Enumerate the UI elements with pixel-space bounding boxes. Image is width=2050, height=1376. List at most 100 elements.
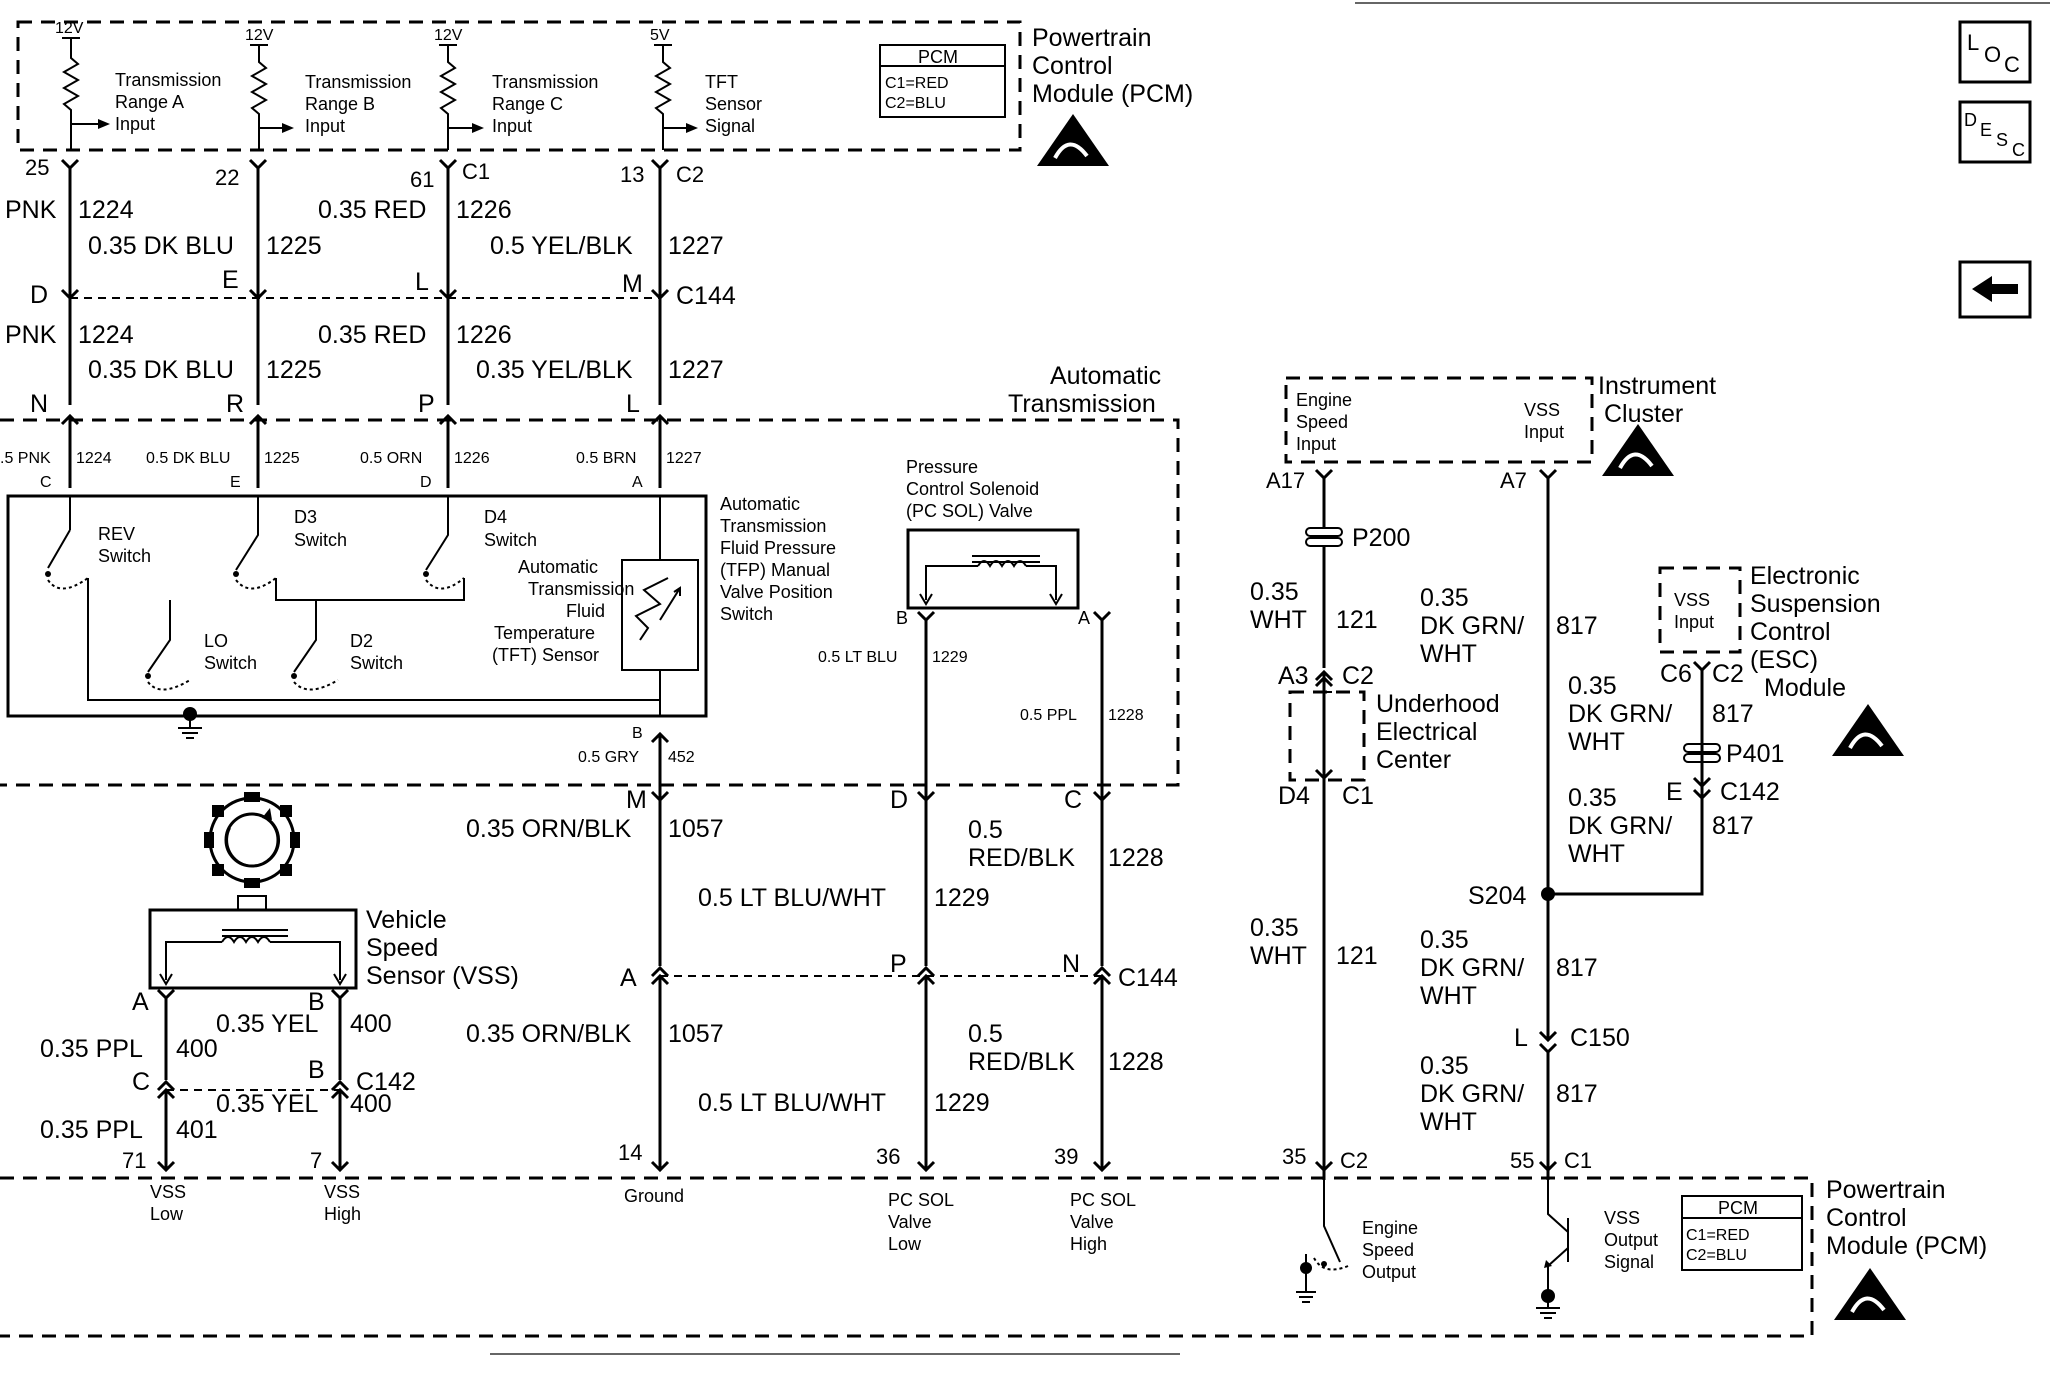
svg-text:DK GRN/: DK GRN/ xyxy=(1568,812,1672,840)
trans-pin-r: R xyxy=(226,390,244,418)
wire-label: RED/BLK xyxy=(968,844,1075,872)
svg-text:Transmission: Transmission xyxy=(1008,390,1156,418)
svg-text:C: C xyxy=(2012,140,2025,160)
circuit-label: 1228 xyxy=(1108,844,1164,872)
svg-text:1225: 1225 xyxy=(264,450,300,467)
svg-text:14: 14 xyxy=(618,1140,642,1165)
pcm-input-range-a: 12V Transmission Range A Input xyxy=(55,20,221,150)
wire-column-4 xyxy=(650,158,670,488)
location-nav-button[interactable]: L O C xyxy=(1958,20,2032,84)
svg-text:0.35 YEL: 0.35 YEL xyxy=(216,1090,319,1118)
svg-text:Control: Control xyxy=(1826,1204,1907,1232)
svg-text:0.5 LT BLU: 0.5 LT BLU xyxy=(818,649,897,666)
svg-text:(TFT) Sensor: (TFT) Sensor xyxy=(492,645,599,665)
svg-text:1229: 1229 xyxy=(932,649,968,666)
svg-text:A: A xyxy=(132,988,149,1016)
pcm-top-legend: PCM C1=RED C2=BLU xyxy=(879,44,1006,118)
svg-text:DK GRN/: DK GRN/ xyxy=(1568,700,1672,728)
svg-text:Transmission: Transmission xyxy=(720,516,826,536)
wire-817-labels: 0.35 DK GRN/ WHT 817 0.35 DK GRN/ WHT 81… xyxy=(1420,584,1754,1136)
svg-text:5V: 5V xyxy=(650,27,670,44)
svg-text:E: E xyxy=(1980,120,1992,140)
svg-text:C1=RED: C1=RED xyxy=(1686,1227,1750,1244)
svg-text:C: C xyxy=(132,1068,150,1096)
circuit-label: 1229 xyxy=(934,884,990,912)
svg-text:Signal: Signal xyxy=(705,116,755,136)
pcm-conn-c2: C2 xyxy=(676,162,704,187)
svg-text:Center: Center xyxy=(1376,746,1451,774)
svg-text:DK GRN/: DK GRN/ xyxy=(1420,1080,1524,1108)
trans-pin-n: N xyxy=(30,390,48,418)
circuit-label: 1227 xyxy=(668,356,724,384)
svg-text:Vehicle: Vehicle xyxy=(366,906,447,934)
svg-text:Fluid: Fluid xyxy=(566,601,605,621)
svg-text:Switch: Switch xyxy=(720,604,773,624)
svg-text:Valve: Valve xyxy=(1070,1212,1114,1232)
pcm-pin-61: 61 xyxy=(410,167,434,192)
automatic-transmission: Automatic Transmission N R P L .5 PNK 12… xyxy=(0,362,1180,814)
svg-text:0.35: 0.35 xyxy=(1568,784,1617,812)
vehicle-speed-sensor: Vehicle Speed Sensor (VSS) A B 0.35 PPL … xyxy=(40,792,519,1170)
svg-text:High: High xyxy=(324,1204,361,1224)
svg-text:Suspension: Suspension xyxy=(1750,590,1881,618)
svg-text:Engine: Engine xyxy=(1362,1218,1418,1238)
svg-text:Input: Input xyxy=(305,116,345,136)
esd-warning-icon xyxy=(1037,114,1109,166)
wire-column-3 xyxy=(438,158,458,488)
svg-text:C1: C1 xyxy=(1564,1148,1592,1173)
svg-text:Transmission: Transmission xyxy=(305,72,411,92)
wire-1057 xyxy=(650,790,670,1170)
svg-text:Input: Input xyxy=(1674,612,1714,632)
svg-text:12V: 12V xyxy=(245,27,274,44)
circuit-label: 1225 xyxy=(266,232,322,260)
trans-exit-pin-c: C xyxy=(1064,786,1082,814)
svg-text:817: 817 xyxy=(1712,812,1754,840)
wire-label: PNK xyxy=(5,321,57,349)
back-arrow-button[interactable] xyxy=(1958,260,2032,319)
pcm-top-title-2: Control xyxy=(1032,52,1113,80)
svg-text:E: E xyxy=(230,474,241,491)
svg-text:55: 55 xyxy=(1510,1148,1534,1173)
svg-text:Automatic: Automatic xyxy=(720,494,800,514)
tfp-switch-assembly: REV Switch D3 Switch D4 Switch LO Switc xyxy=(6,494,708,739)
connector-c142: C142 xyxy=(1720,778,1780,806)
svg-text:C1: C1 xyxy=(1342,782,1374,810)
svg-text:C2: C2 xyxy=(1340,1148,1368,1173)
svg-text:A7: A7 xyxy=(1500,468,1527,493)
svg-text:VSS: VSS xyxy=(1674,590,1710,610)
svg-text:A3: A3 xyxy=(1278,662,1309,690)
trans-exit-pin-m: M xyxy=(626,786,647,814)
svg-text:WHT: WHT xyxy=(1420,982,1477,1010)
svg-text:Speed: Speed xyxy=(366,934,438,962)
svg-text:0.5 GRY: 0.5 GRY xyxy=(578,749,639,766)
svg-text:Output: Output xyxy=(1362,1262,1416,1282)
svg-text:Sensor: Sensor xyxy=(705,94,762,114)
svg-text:401: 401 xyxy=(176,1116,218,1144)
svg-text:VSS: VSS xyxy=(1524,400,1560,420)
esc-module: VSS Input Electronic Suspension Control … xyxy=(1658,562,1904,756)
svg-text:Powertrain: Powertrain xyxy=(1826,1176,1946,1204)
circuit-label: 121 xyxy=(1336,606,1378,634)
svg-text:L: L xyxy=(1967,30,1979,55)
wire-label: 0.5 LT BLU/WHT xyxy=(698,1089,886,1117)
wire-label: 0.35 ORN/BLK xyxy=(466,1020,632,1048)
svg-text:E: E xyxy=(222,266,239,294)
svg-text:1228: 1228 xyxy=(1108,707,1144,724)
svg-text:L: L xyxy=(415,268,429,296)
svg-text:Electrical: Electrical xyxy=(1376,718,1477,746)
esd-warning-icon xyxy=(1832,704,1904,756)
connector-c150: C150 xyxy=(1570,1024,1630,1052)
wire-column-1 xyxy=(60,158,80,488)
svg-text:400: 400 xyxy=(350,1010,392,1038)
svg-text:400: 400 xyxy=(176,1035,218,1063)
svg-text:D: D xyxy=(1964,110,1977,130)
description-nav-button[interactable]: D E S C xyxy=(1958,100,2032,164)
circuit-label: 1057 xyxy=(668,815,724,843)
svg-text:LO: LO xyxy=(204,631,228,651)
svg-text:Instrument: Instrument xyxy=(1598,372,1716,400)
wire-label: 0.35 DK BLU xyxy=(88,232,234,260)
svg-text:B: B xyxy=(896,608,908,628)
svg-text:0.5 PPL: 0.5 PPL xyxy=(1020,707,1077,724)
splice-s204: S204 xyxy=(1468,882,1526,910)
svg-text:.5 PNK: .5 PNK xyxy=(0,450,51,467)
